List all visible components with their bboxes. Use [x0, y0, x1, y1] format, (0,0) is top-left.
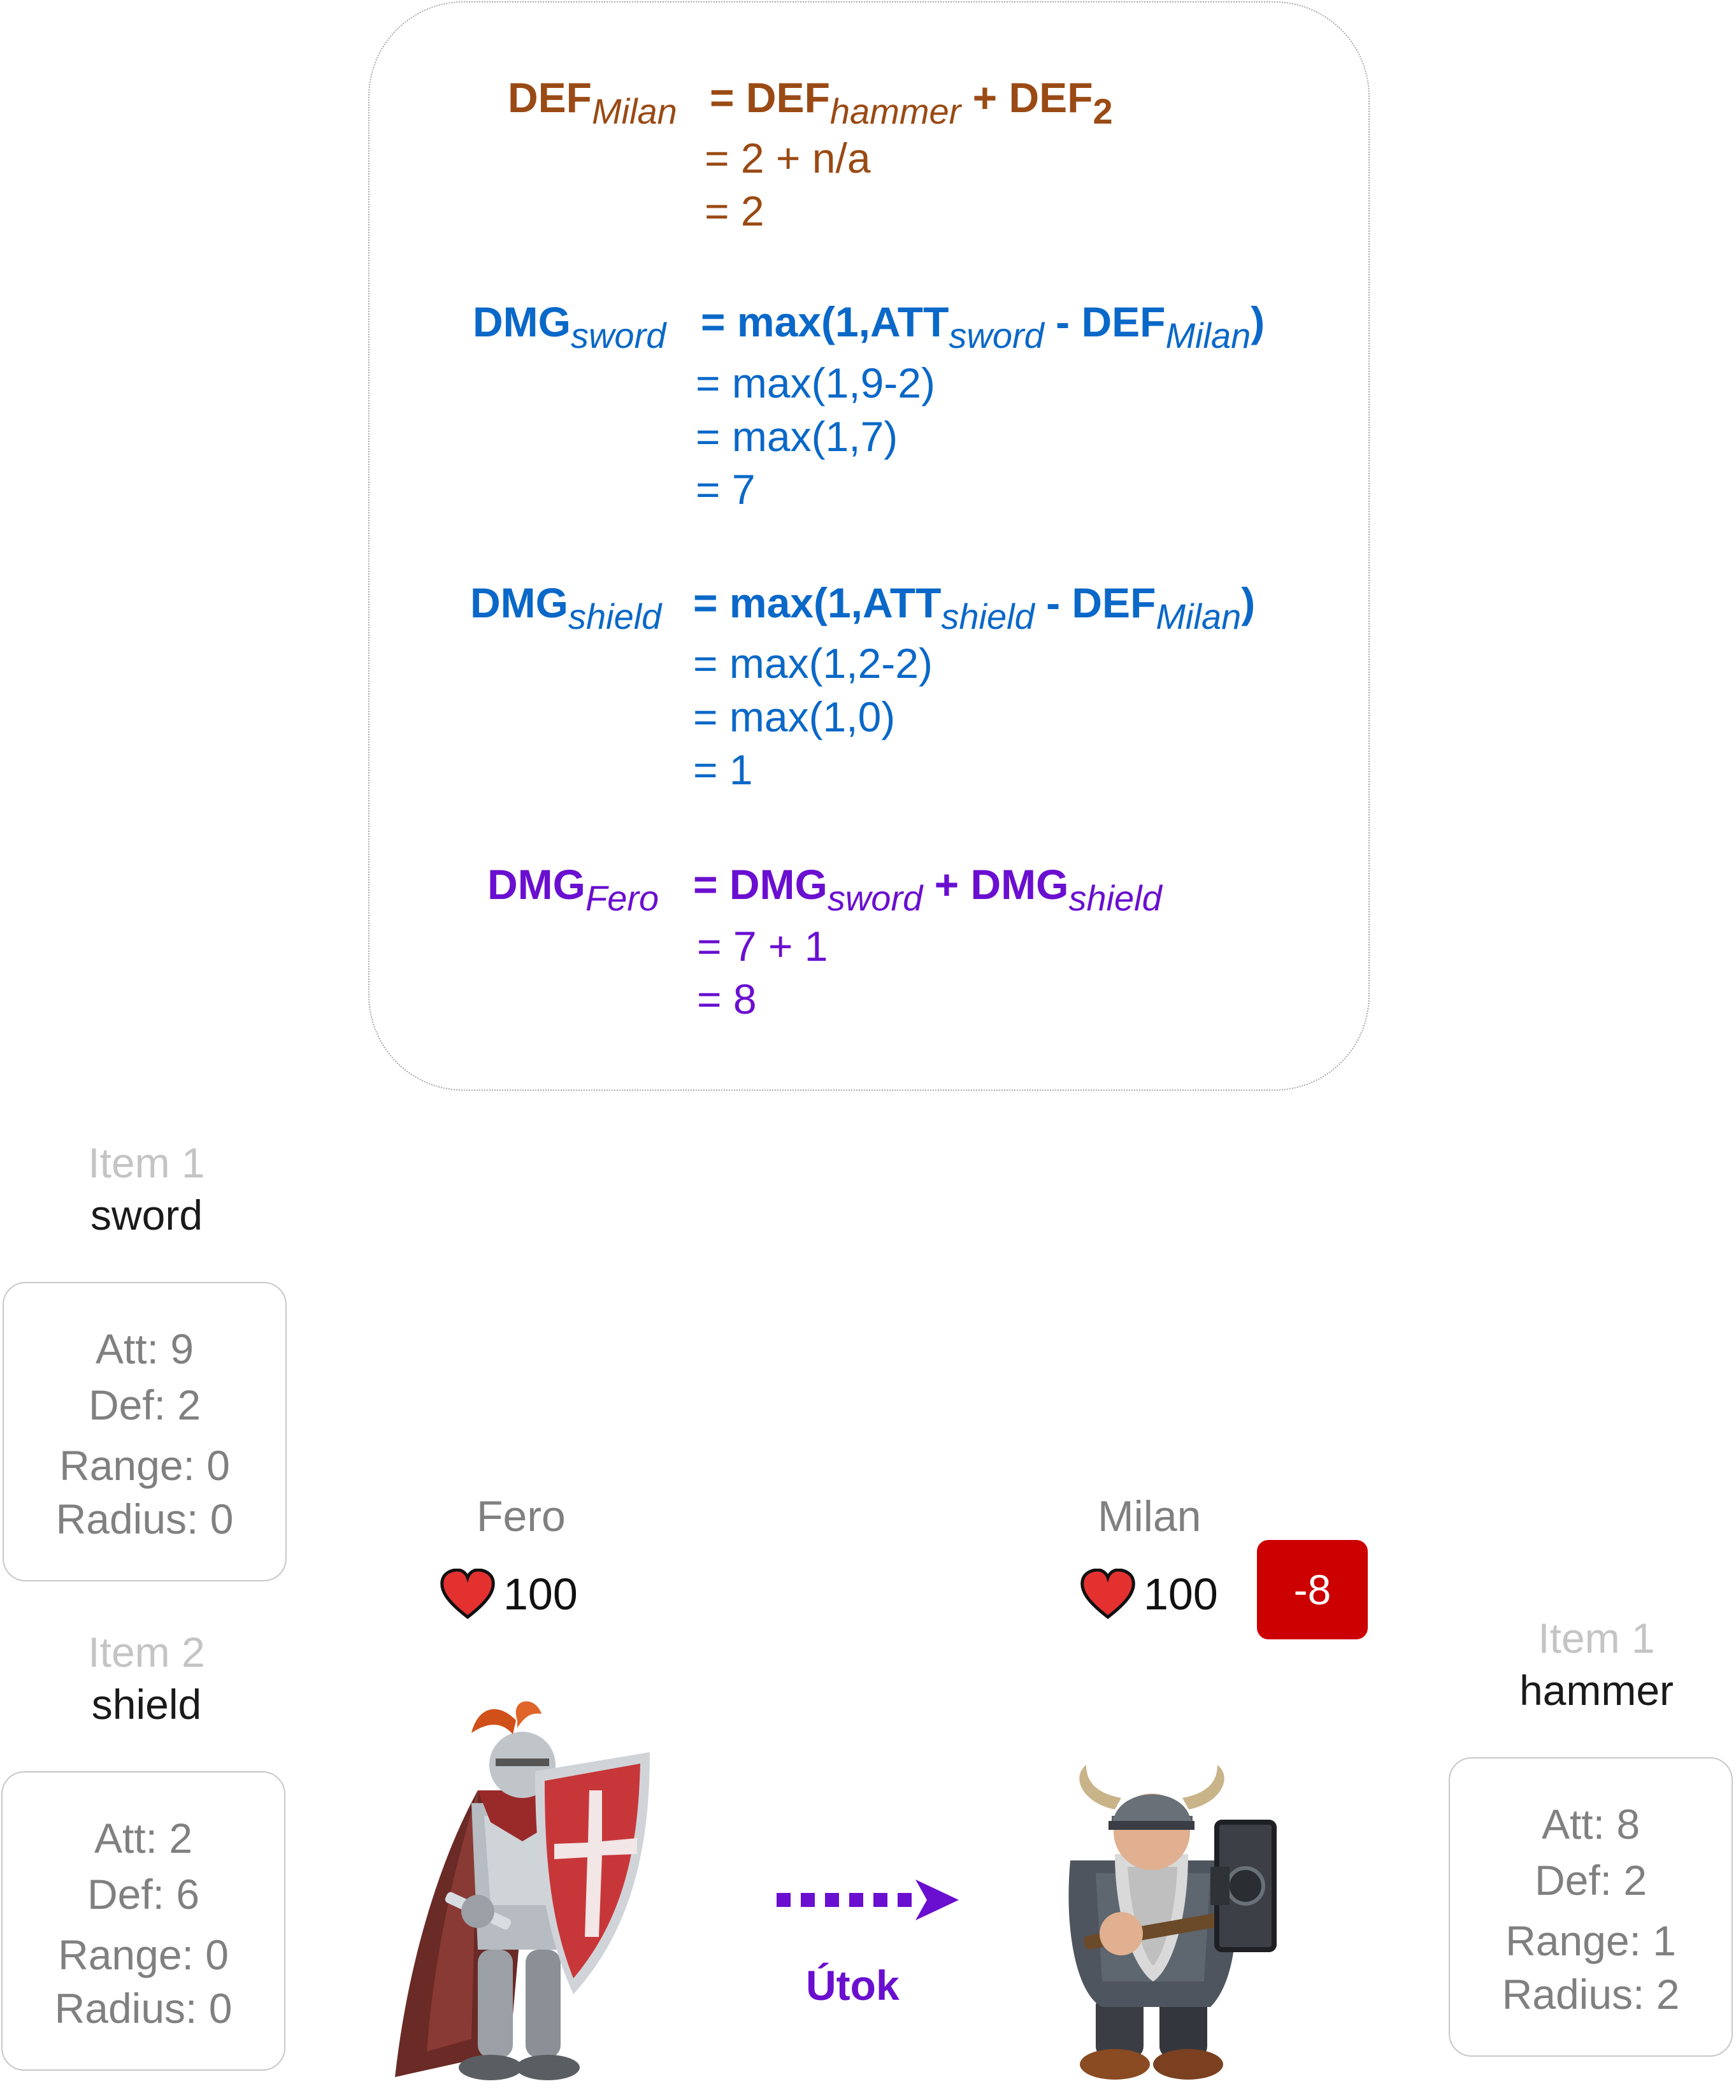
dmg-fero-lhs-sub: Fero — [585, 877, 659, 918]
fero-item-1-header: Item 1 sword — [0, 1142, 293, 1236]
def-milan-formula: DEFMilan — [508, 74, 677, 129]
milan-item-1-radius: Radius: 2 — [1502, 1971, 1680, 2018]
fero-item-2-name: shield — [91, 1681, 202, 1728]
fero-item-2-card: Att: 2 Def: 6 Range: 0 Radius: 0 — [1, 1771, 285, 2071]
dmg-shield-lhs: DMG — [470, 579, 568, 626]
milan-item-1-def: Def: 2 — [1534, 1857, 1647, 1904]
milan-hp: 100 — [1080, 1569, 1218, 1620]
fero-item-1-name: sword — [90, 1191, 203, 1239]
dmg-sword-formula: DMGsword — [473, 298, 666, 353]
fero-item-2-def: Def: 6 — [87, 1871, 200, 1918]
fero-hp: 100 — [440, 1569, 578, 1620]
def-milan-rhs-a: = DEF — [710, 74, 830, 121]
milan-item-1-slot: Item 1 — [1538, 1615, 1655, 1662]
dmg-shield-step-1: = max(1,2-2) — [693, 640, 933, 687]
dmg-shield-rhs-b: - DEF — [1046, 579, 1156, 626]
dmg-fero-rhs-b: + DMG — [934, 861, 1069, 908]
milan-item-1-range: Range: 1 — [1505, 1917, 1676, 1964]
dmg-shield-rhs: = max(1,ATTshield - DEFMilan) — [693, 579, 1256, 634]
def-milan-lhs-sub: Milan — [592, 90, 677, 131]
knight-figure — [395, 1701, 650, 2080]
fero-item-2-slot: Item 2 — [88, 1629, 205, 1676]
fero-item-1-slot: Item 1 — [88, 1139, 205, 1186]
milan-hp-value: 100 — [1144, 1569, 1218, 1619]
dwarf-figure — [1068, 1765, 1277, 2080]
attack-label: Útok — [806, 1962, 900, 2009]
dmg-shield-step-2: = max(1,0) — [693, 693, 896, 740]
dmg-shield-step-3: = 1 — [693, 746, 753, 793]
dmg-sword-lhs: DMG — [473, 298, 571, 345]
fero-item-1-range: Range: 0 — [59, 1442, 230, 1489]
dmg-shield-rhs-a-sub: shield — [941, 596, 1035, 636]
milan-item-1-name: hammer — [1519, 1667, 1674, 1714]
fero-name: Fero — [477, 1492, 566, 1541]
dmg-shield-rhs-a: = max(1,ATT — [693, 579, 942, 626]
dmg-fero-rhs-a-sub: sword — [827, 877, 923, 918]
fero-item-2-header: Item 2 shield — [0, 1631, 293, 1725]
dmg-fero-step-1: = 7 + 1 — [697, 923, 828, 970]
fero-item-1-radius: Radius: 0 — [55, 1495, 234, 1543]
dmg-fero-lhs: DMG — [487, 861, 585, 908]
def-milan-rhs-a-sub: hammer — [829, 90, 961, 131]
dotted-arrow-icon — [777, 1880, 959, 1920]
fero-item-1-card: Att: 9 Def: 2 Range: 0 Radius: 0 — [3, 1282, 287, 1581]
def-milan-lhs: DEF — [508, 74, 592, 121]
dmg-shield-rhs-end: ) — [1241, 579, 1256, 626]
dmg-sword-rhs: = max(1,ATTsword - DEFMilan) — [701, 298, 1265, 353]
def-milan-rhs-b-sub: 2 — [1093, 90, 1113, 131]
heart-icon — [1080, 1569, 1135, 1620]
dmg-shield-lhs-sub: shield — [568, 596, 662, 636]
formula-panel — [368, 1, 1370, 1091]
fero-item-2-att: Att: 2 — [94, 1815, 193, 1862]
fero-item-1-def: Def: 2 — [88, 1381, 201, 1428]
dmg-sword-step-2: = max(1,7) — [696, 413, 898, 460]
dmg-sword-lhs-sub: sword — [570, 315, 666, 356]
dmg-sword-step-3: = 7 — [696, 466, 756, 513]
milan-item-1-att: Att: 8 — [1541, 1801, 1640, 1848]
fero-hp-value: 100 — [503, 1569, 578, 1619]
dmg-fero-formula: DMGFero — [487, 861, 659, 916]
milan-item-1-card: Att: 8 Def: 2 Range: 1 Radius: 2 — [1449, 1757, 1733, 2057]
fero-item-2-radius: Radius: 0 — [54, 1985, 233, 2032]
damage-badge: -8 — [1257, 1540, 1368, 1639]
dmg-fero-rhs-a: = DMG — [693, 861, 828, 908]
dmg-sword-rhs-b-sub: Milan — [1165, 315, 1251, 356]
dmg-fero-rhs: = DMGsword + DMGshield — [693, 861, 1162, 916]
dmg-sword-step-1: = max(1,9-2) — [696, 359, 935, 406]
dmg-sword-rhs-a-sub: sword — [949, 315, 1044, 356]
fero-item-2-range: Range: 0 — [58, 1931, 229, 1978]
milan-item-1-header: Item 1 hammer — [1450, 1617, 1736, 1711]
dmg-sword-rhs-b: - DEF — [1056, 298, 1166, 345]
fero-item-1-att: Att: 9 — [95, 1325, 194, 1372]
def-milan-rhs-b: + DEF — [972, 74, 1093, 121]
def-milan-step-1: = 2 + n/a — [705, 134, 871, 182]
def-milan-step-2: = 2 — [705, 187, 764, 234]
dmg-fero-step-2: = 8 — [697, 975, 757, 1023]
milan-name: Milan — [1098, 1492, 1202, 1541]
dmg-sword-rhs-a: = max(1,ATT — [701, 298, 949, 345]
dmg-fero-rhs-b-sub: shield — [1068, 877, 1162, 918]
dmg-shield-formula: DMGshield — [470, 579, 661, 634]
dmg-shield-rhs-b-sub: Milan — [1156, 596, 1242, 636]
dmg-sword-rhs-end: ) — [1251, 298, 1265, 345]
heart-icon — [440, 1569, 495, 1620]
def-milan-rhs: = DEFhammer + DEF2 — [710, 74, 1113, 129]
